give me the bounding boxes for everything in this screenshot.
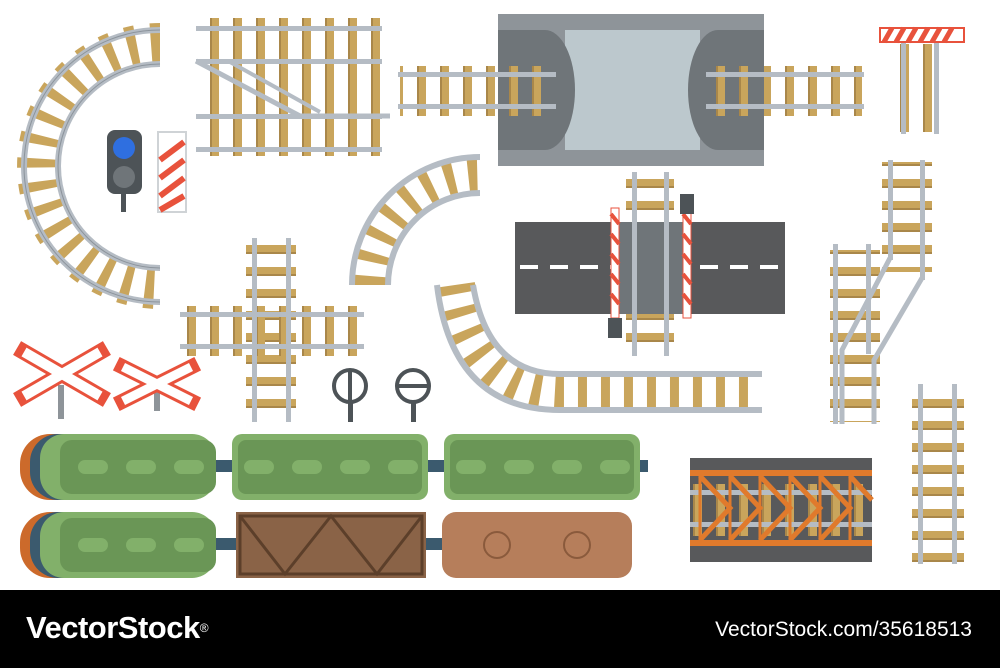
footer-brand-registered-mark: ® xyxy=(199,621,209,635)
passenger-car-icon xyxy=(444,434,648,500)
coupler-icon xyxy=(216,460,234,472)
coupler-icon xyxy=(216,538,236,550)
locomotive-icon xyxy=(20,434,216,500)
locomotive-icon xyxy=(20,512,216,578)
boxcar-icon xyxy=(236,512,426,578)
railroad-crossing-sign-icon xyxy=(112,356,202,412)
traffic-signal-icon xyxy=(107,130,142,212)
footer-image-id: VectorStock.com/35618513 xyxy=(715,618,972,641)
coupler-icon xyxy=(428,460,444,472)
railroad-crossing-sign-icon xyxy=(13,341,111,419)
striped-barrier-post-icon xyxy=(157,131,187,213)
curved-track-icon xyxy=(434,281,762,413)
switch-track-icon xyxy=(830,160,932,424)
footer-bar xyxy=(0,590,1000,668)
straight-track-icon xyxy=(912,384,964,564)
crossing-track-icon xyxy=(180,238,364,422)
footer-brand-text: VectorStock xyxy=(26,610,200,645)
station-platform-icon xyxy=(498,14,764,166)
footer-brand-logo: VectorStock® xyxy=(26,608,209,648)
passenger-car-icon xyxy=(232,434,428,500)
speed-sign-icon xyxy=(395,368,431,422)
curved-track-left-icon xyxy=(17,23,161,309)
truss-bridge-icon xyxy=(690,458,874,562)
level-crossing-icon xyxy=(515,172,785,356)
curved-track-icon xyxy=(349,154,481,286)
speed-sign-icon xyxy=(332,368,368,422)
tank-car-icon xyxy=(442,512,632,578)
coupler-icon xyxy=(426,538,444,550)
railway-elements-illustration xyxy=(13,14,965,578)
barrier-gate-icon xyxy=(879,26,965,134)
switch-track-icon xyxy=(194,18,390,156)
